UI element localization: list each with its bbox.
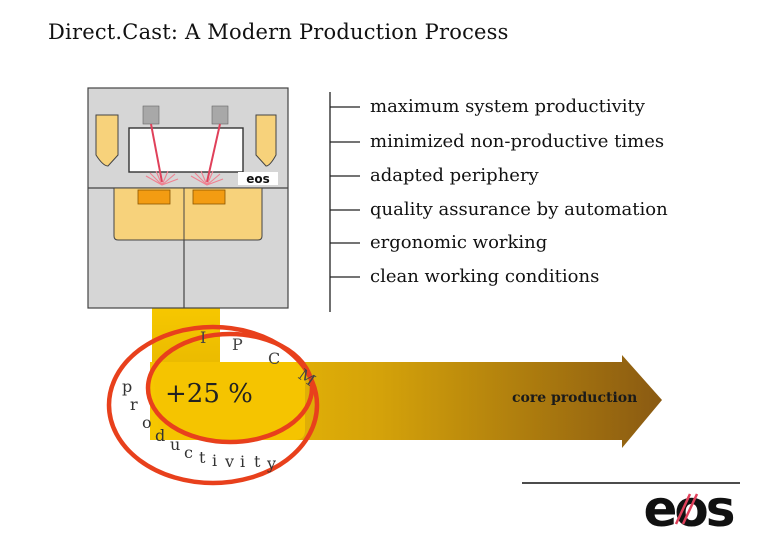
feature-item: adapted periphery	[370, 165, 539, 186]
feature-item: ergonomic working	[370, 232, 548, 253]
feature-item: quality assurance by automation	[370, 199, 668, 220]
productivity-letters: p r o d u c t i v i t y	[122, 377, 276, 473]
eos-logo: eos	[643, 480, 736, 538]
ipcm-letter: I	[200, 328, 206, 347]
feature-item: clean working conditions	[370, 266, 600, 287]
machine: eos	[87, 87, 289, 309]
ipcm-letter: P	[232, 335, 243, 354]
left-wedge	[95, 114, 119, 167]
page-title: Direct.Cast: A Modern Production Process	[48, 20, 509, 44]
productivity-letter: i	[212, 451, 217, 470]
percent-highlight	[152, 362, 305, 440]
productivity-rings	[106, 324, 320, 486]
laser-head-left	[142, 105, 160, 125]
core-production-label: core production	[512, 390, 638, 406]
productivity-letter: c	[184, 443, 193, 462]
productivity-letter: r	[130, 395, 138, 414]
productivity-letter: t	[254, 452, 261, 471]
percent-label: +25 %	[165, 379, 253, 409]
build-platform-right	[192, 189, 226, 205]
feature-item: maximum system productivity	[370, 96, 645, 117]
productivity-letter: y	[266, 454, 276, 473]
laser-head-right	[211, 105, 229, 125]
productivity-letter: o	[142, 413, 152, 432]
feature-item: minimized non-productive times	[370, 131, 665, 152]
build-chamber	[113, 187, 263, 241]
svg-text:eos: eos	[246, 172, 270, 186]
viewing-window	[128, 127, 244, 173]
productivity-letter: d	[155, 426, 165, 445]
outer-ring	[106, 324, 320, 486]
machine-eos-logo: eos	[238, 172, 278, 186]
ipcm-letter: C	[268, 349, 280, 368]
productivity-letter: v	[224, 452, 234, 471]
productivity-letter: i	[240, 452, 245, 471]
productivity-letter: t	[199, 448, 206, 467]
feature-bracket	[329, 92, 360, 312]
right-wedge	[255, 114, 277, 167]
inner-ring	[145, 331, 315, 445]
svg-text:eos: eos	[643, 480, 733, 538]
productivity-letter: p	[122, 377, 132, 396]
productivity-letter: u	[170, 435, 180, 454]
build-platform-left	[137, 189, 171, 205]
